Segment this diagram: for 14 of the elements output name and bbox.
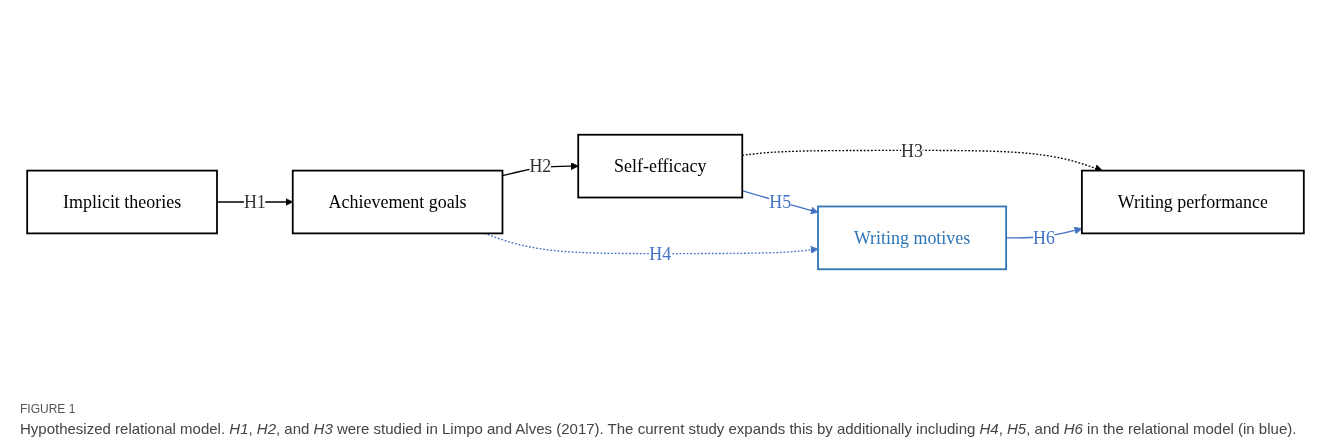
caption: Hypothesized relational model. H1, H2, and H3 were studied in Limpo and Alves (2017). The current study expands this by additionally including H4, H5, and H6 in the relational model (in blue). xyxy=(20,420,1298,437)
edge-label: H2 xyxy=(529,156,552,176)
edge-label: H3 xyxy=(901,140,924,161)
diagram: H1 H2 H3 H4 H5 H6 Implicit theories Achievement goals Self-efficacy Writing performance Writing motives xyxy=(20,8,1311,396)
edge-label: H5 xyxy=(769,192,792,212)
edge-label: H6 xyxy=(1033,228,1055,248)
edge-label: H4 xyxy=(649,243,672,264)
edge-label: H1 xyxy=(243,192,266,212)
node-box xyxy=(291,169,504,235)
node-box xyxy=(26,169,218,235)
node-box xyxy=(1081,169,1305,235)
figure-number: FIGURE 1 xyxy=(20,402,77,416)
node-box xyxy=(577,133,744,199)
node-box xyxy=(817,205,1008,271)
